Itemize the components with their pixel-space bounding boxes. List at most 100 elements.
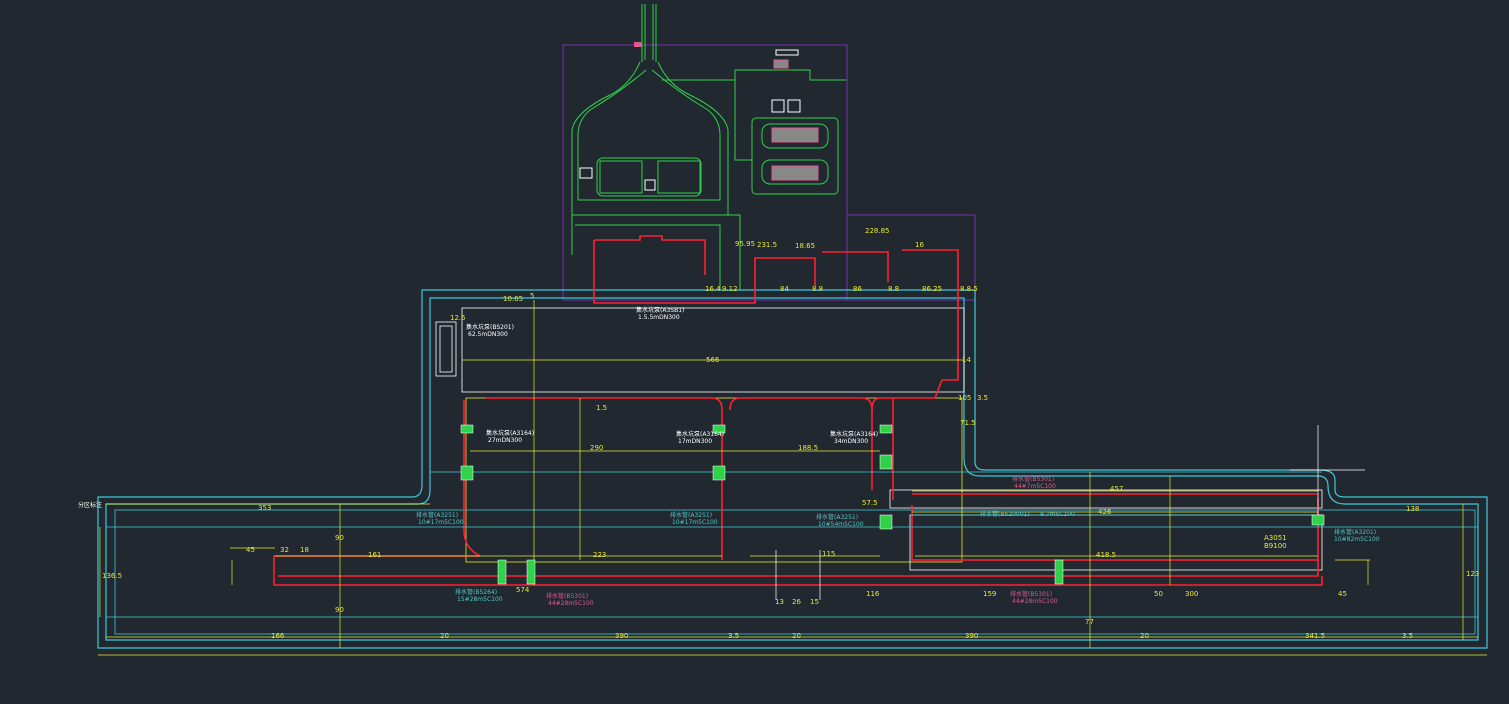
label-drain-far-right-2: 10#82m5C100 — [1334, 536, 1380, 543]
dim-top-8: 95.95 — [735, 240, 755, 248]
dim-v-4: 77 — [1085, 618, 1094, 626]
dim-low-6: 574 — [516, 586, 530, 594]
dim-bottom-9: 123 — [1466, 570, 1479, 578]
label-pump-a1-1: 集水坑泵(A3164) — [486, 429, 534, 437]
dim-low-3: 159 — [983, 590, 996, 598]
dim-strip-6: 8.8 — [888, 285, 899, 293]
dim-upper-0: 12.5 — [450, 314, 466, 322]
dim-bottom-3: 3.5 — [728, 632, 739, 640]
dim-v-0: 90 — [335, 534, 344, 542]
dim-upper-6: 3.5 — [977, 394, 988, 402]
dim-bottom-7: 341.5 — [1305, 632, 1325, 640]
flow-lines — [106, 471, 1478, 618]
dim-left-7: 161 — [368, 551, 381, 559]
dim-strip-0: 16.4 — [705, 285, 721, 293]
label-drain-top-right2-1: 排水管(B520001) — [980, 510, 1030, 518]
dim-low-10: 45 — [1338, 590, 1347, 598]
dim-low-9: 15 — [810, 598, 819, 606]
label-lower-red-left-2: 44#28m5C100 — [548, 600, 594, 607]
label-pump-a3-1: 集水坑泵(A3164) — [830, 430, 878, 438]
dim-upper-5: 105 — [958, 394, 971, 402]
dim-strip-5: 86 — [853, 285, 862, 293]
dim-right-7: 138 — [1406, 505, 1419, 513]
label-drain-top-right1-1: 排水管(B5301) — [1012, 475, 1054, 483]
label-drain-top-right2-2: 8.7m5C100 — [1040, 511, 1075, 518]
dim-bottom-5: 390 — [965, 632, 978, 640]
label-pump-a3-2: 34mDN300 — [834, 438, 868, 445]
dim-top-3: 18.65 — [795, 242, 815, 250]
label-drain-mid-2: 10#17m5C100 — [672, 519, 718, 526]
dim-upper-4: 1.5 — [596, 404, 607, 412]
dim-mid-0: 290 — [590, 444, 603, 452]
label-lower-left-1: 排水管(B5264) — [455, 588, 497, 596]
dim-right-1: 426 — [1098, 508, 1112, 516]
site-boundary — [563, 45, 976, 301]
red-pipeline — [273, 235, 1323, 586]
dim-low-0: 223 — [593, 551, 606, 559]
dim-top-2: 5 — [530, 292, 534, 300]
label-drain-top-right1-2: 44#7m5C100 — [1014, 483, 1056, 490]
dim-bottom-10: 136.5 — [102, 572, 122, 580]
dim-strip-4: 8.8 — [812, 285, 823, 293]
dim-bottom-8: 3.5 — [1402, 632, 1413, 640]
dim-v-5: 50 — [1154, 590, 1163, 598]
dim-mid-1: 188.5 — [798, 444, 818, 452]
dim-upper-1: 566 — [706, 356, 720, 364]
label-drain-left-1: 排水管(A3251) — [416, 511, 458, 519]
label-lower-red-right-1: 排水管(B5301) — [1010, 590, 1052, 598]
dim-top-5: 16 — [915, 241, 924, 249]
label-lower-left-2: 15#28m5C100 — [457, 596, 503, 603]
dim-bottom-6: 20 — [1140, 632, 1149, 640]
dim-v-1: 90 — [335, 606, 344, 614]
dim-bottom-1: 20 — [440, 632, 449, 640]
dim-mid-4: 57.5 — [862, 499, 878, 507]
dim-top-1: 10.65 — [503, 295, 523, 303]
label-pipe-top-1: 集水坑泵(A3SB1) — [636, 306, 684, 314]
label-drain-left-2: 10#17m5C100 — [418, 519, 464, 526]
dim-strip-1: 9.12 — [722, 285, 738, 293]
label-pump-left-1: 集水坑泵(BS201) — [466, 323, 514, 331]
label-pump-a2-2: 17mDN300 — [678, 438, 712, 445]
dimension-text: 10.65 5 228.85 231.5 18.65 16 95.95 16.4… — [102, 227, 1479, 640]
dim-strip-3: 84 — [780, 285, 789, 293]
label-drain-right-1: 排水管(A3251) — [816, 513, 858, 521]
dim-low-1: 115 — [822, 550, 835, 558]
valve-symbols — [460, 424, 1325, 585]
left-pump-detail — [435, 321, 457, 377]
dim-low-7: 13 — [775, 598, 784, 606]
outer-wall — [97, 289, 1488, 649]
label-drain-right-2: 10#54m5C100 — [818, 521, 864, 528]
upper-site-plan — [562, 4, 848, 301]
label-pipe-top-2: 1.5.5mDN300 — [638, 314, 680, 321]
dim-left-6: 18 — [300, 546, 309, 554]
label-side-left: 分区标注 — [78, 501, 102, 509]
label-pump-a2-1: 集水坑泵(A3164) — [676, 430, 724, 438]
label-drain-far-right-1: 排水管(A3201) — [1334, 528, 1376, 536]
dim-bottom-4: 20 — [792, 632, 801, 640]
dim-low-5: 300 — [1185, 590, 1198, 598]
dim-bottom-2: 390 — [615, 632, 628, 640]
label-lower-red-left-1: 排水管(B5301) — [546, 592, 588, 600]
dim-top-0: 231.5 — [757, 241, 777, 249]
dim-left-4: 45 — [246, 546, 255, 554]
label-legend-far-right-1: A3051 — [1264, 534, 1287, 542]
dim-low-4: 418.5 — [1096, 551, 1116, 559]
label-lower-red-right-2: 44#28m5C100 — [1012, 598, 1058, 605]
label-pump-a1-2: 27mDN300 — [488, 437, 522, 444]
dim-left-0: 353 — [258, 504, 271, 512]
label-legend-far-right-2: B9100 — [1264, 542, 1287, 550]
dim-right-0: 457 — [1110, 485, 1123, 493]
dim-upper-2: 14 — [962, 356, 971, 364]
label-drain-mid-1: 排水管(A3251) — [670, 511, 712, 519]
grid-markers — [775, 425, 1365, 600]
dim-strip-8: 86.25 — [922, 285, 942, 293]
dim-upper-7: 71.5 — [960, 419, 976, 427]
dim-bottom-0: 166 — [271, 632, 285, 640]
dimension-lines — [98, 300, 1487, 656]
dim-left-5: 32 — [280, 546, 289, 554]
dim-low-2: 116 — [866, 590, 880, 598]
dim-low-8: 26 — [792, 598, 801, 606]
dim-top-4: 228.85 — [865, 227, 890, 235]
